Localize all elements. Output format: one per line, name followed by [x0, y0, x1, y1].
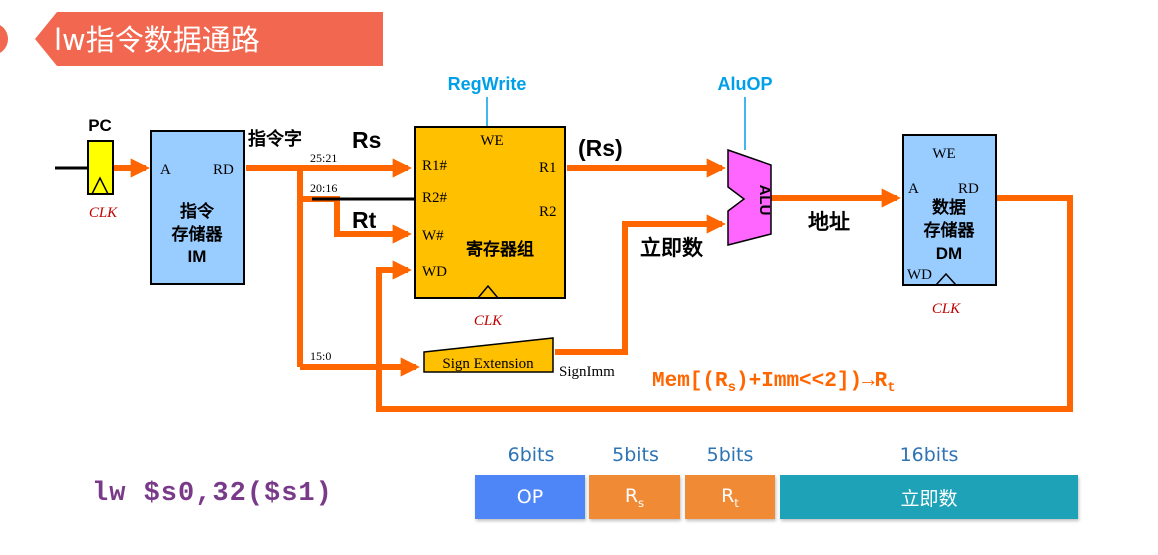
dm-a-port: A	[908, 181, 919, 197]
im-label-line3: IM	[188, 247, 207, 266]
alu	[727, 148, 772, 246]
address-label: 地址	[808, 210, 850, 234]
title-bullet	[0, 25, 8, 53]
lw-formula: Mem[(Rs)+Imm<<2])→Rt	[652, 370, 896, 396]
signimm-label: SignImm	[559, 364, 615, 380]
format-field-rt-label: Rt	[721, 484, 739, 510]
dm-rd-port: RD	[958, 181, 979, 197]
data-memory	[902, 134, 997, 286]
im-label-line1: 指令	[180, 201, 215, 221]
format-bits-rs: 5bits	[612, 444, 659, 466]
im-a-port: A	[160, 162, 171, 178]
im-label-line2: 存储器	[172, 224, 224, 244]
datapath-diagram: 25:21 20:16 15:0 PC CLK A RD 指令 存储器 IM 指…	[55, 74, 1073, 412]
format-field-imm-label: 立即数	[900, 487, 958, 510]
format-field-rs: Rs	[589, 475, 680, 519]
dm-we-port: WE	[932, 146, 955, 162]
sign-extension-unit	[423, 337, 554, 373]
dm-label-line2: 存储器	[924, 220, 976, 240]
dm-clk-label: CLK	[932, 301, 961, 317]
regwrite-label: RegWrite	[448, 74, 527, 94]
rs-value-label: (Rs)	[578, 135, 623, 161]
alu-label: ALU	[756, 185, 773, 216]
rf-r1-port: R1	[539, 160, 557, 176]
sign-ext-label: Sign Extension	[442, 356, 534, 372]
rf-we-port: WE	[480, 133, 503, 149]
aluop-label: AluOP	[717, 74, 772, 94]
rf-clk-label: CLK	[474, 313, 503, 329]
format-bits-imm: 16bits	[899, 444, 959, 466]
title-banner	[35, 12, 383, 66]
rs-label: Rs	[352, 127, 381, 153]
rf-wd-port: WD	[422, 264, 447, 280]
instruction-example: lw $s0,32($s1)	[92, 479, 333, 509]
field-25-21-label: 25:21	[310, 151, 337, 165]
rf-name: 寄存器组	[466, 239, 534, 259]
format-field-op-label: OP	[516, 486, 544, 508]
control-wires	[55, 166, 414, 201]
field-20-16-label: 20:16	[310, 181, 337, 195]
field-15-0-label: 15:0	[310, 349, 331, 363]
signimm-bus	[555, 214, 726, 355]
pc-register	[87, 140, 114, 195]
format-field-rs-label: Rs	[624, 484, 645, 510]
page-title: lw指令数据通路	[54, 23, 260, 57]
format-field-op: OP	[475, 475, 585, 519]
rf-wn-port: W#	[422, 228, 444, 244]
rf-r2n-port: R2#	[422, 190, 448, 206]
register-file	[414, 126, 566, 299]
format-field-imm: 立即数	[780, 475, 1078, 519]
format-bits-op: 6bits	[507, 444, 555, 466]
im-rd-port: RD	[213, 162, 234, 178]
pc-label: PC	[88, 116, 112, 135]
immediate-label: 立即数	[640, 236, 704, 260]
rf-r2-port: R2	[539, 204, 557, 220]
dm-label-line1: 数据	[932, 197, 966, 217]
format-field-rt: Rt	[685, 475, 775, 519]
format-bits-rt: 5bits	[706, 444, 754, 466]
pc-clk-label: CLK	[89, 205, 118, 221]
dm-rd-writeback-bus	[376, 195, 1073, 412]
rf-r1n-port: R1#	[422, 158, 448, 174]
dm-wd-port: WD	[907, 267, 932, 283]
annotation-lines	[486, 97, 746, 150]
instr-word-label: 指令字	[248, 128, 302, 149]
data-buses	[113, 158, 1073, 412]
rt-label: Rt	[352, 207, 377, 233]
instruction-memory	[150, 130, 245, 285]
dm-label-line3: DM	[936, 244, 962, 263]
